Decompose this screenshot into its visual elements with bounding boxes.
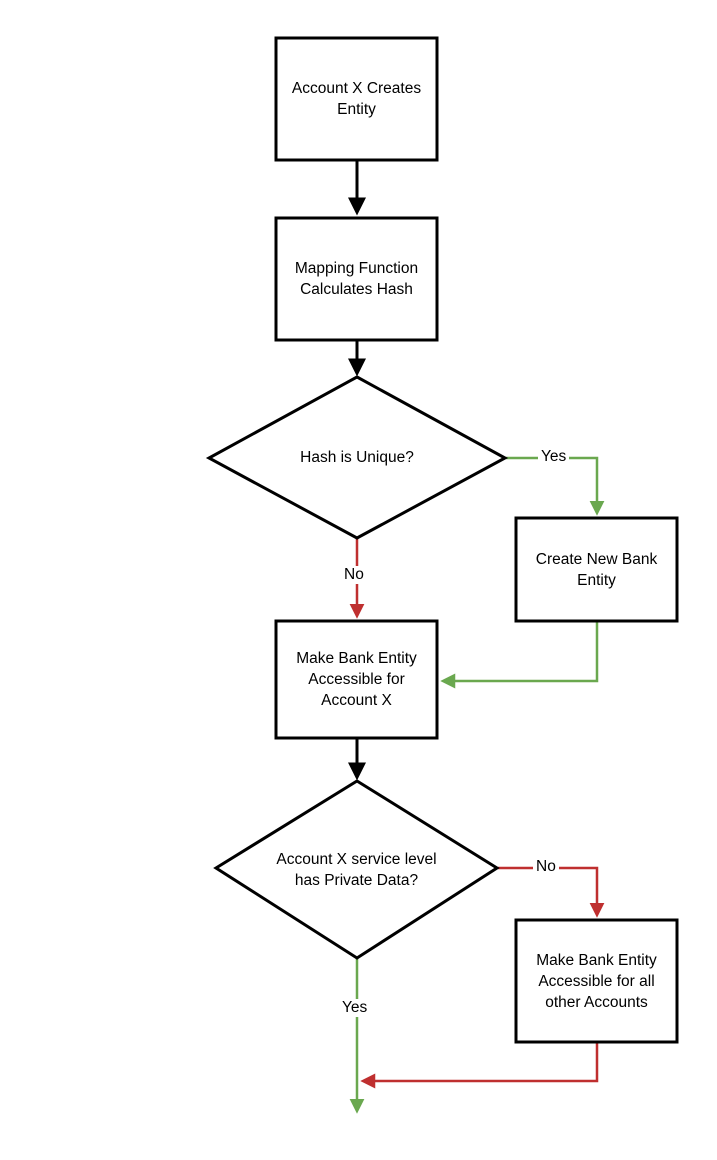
edge-create-entity-to-accessible xyxy=(440,621,599,689)
edge-label-hash-unique-no: No xyxy=(341,566,367,584)
node-create-new-bank-entity[interactable] xyxy=(514,516,679,623)
edge-private-data-no xyxy=(498,866,605,918)
node-hash-is-unique[interactable] xyxy=(205,375,509,540)
edge-all-accounts-to-end xyxy=(360,1042,599,1089)
edge-label-private-data-yes: Yes xyxy=(339,999,371,1017)
edge-label-private-data-no: No xyxy=(533,858,559,876)
node-make-bank-entity-accessible-for-account-x[interactable] xyxy=(274,619,439,740)
node-make-bank-entity-accessible-for-all-other-accounts[interactable] xyxy=(514,918,679,1044)
edge-label-hash-unique-yes: Yes xyxy=(538,448,570,466)
node-mapping-function-calculates-hash[interactable] xyxy=(274,216,439,342)
node-account-x-creates-entity[interactable] xyxy=(274,36,439,162)
edge-hash-unique-yes xyxy=(506,456,605,516)
node-account-x-service-level-has-private-data[interactable] xyxy=(213,779,500,960)
